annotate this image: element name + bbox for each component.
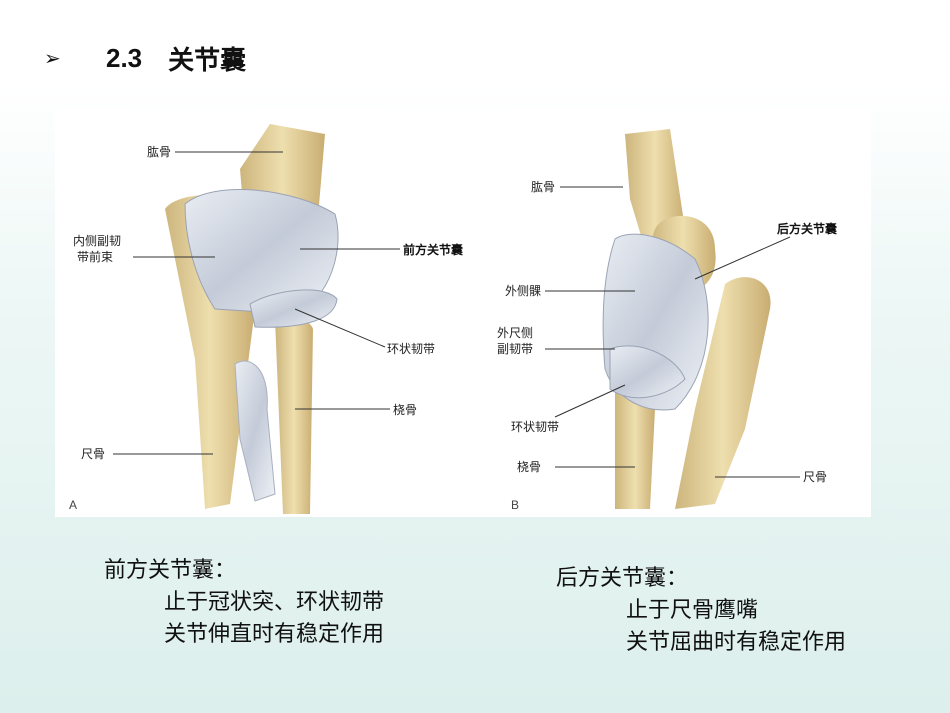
section-title: 关节囊 — [168, 45, 247, 76]
radius-b-shape — [615, 387, 655, 509]
radius-a-shape — [275, 317, 313, 514]
label-annular-ligament-b: 环状韧带 — [511, 420, 559, 434]
anterior-capsule-caption: 前方关节囊： 止于冠状突、环状韧带 关节伸直时有稳定作用 — [104, 555, 384, 651]
caption-left-heading: 前方关节囊： — [104, 558, 237, 583]
caption-right-line-2: 关节屈曲时有稳定作用 — [626, 630, 847, 655]
arrow-bullet-icon: ➢ — [44, 46, 61, 70]
label-lateral-epicondyle: 外侧髁 — [505, 284, 541, 298]
caption-left-line-1: 止于冠状突、环状韧带 — [164, 590, 385, 615]
label-medial-ligament-a-1: 内侧副韧 — [73, 234, 121, 248]
elbow-illustration: 肱骨 内侧副韧 带前束 前方关节囊 环状韧带 桡骨 尺骨 A 肱骨 后方关节囊 … — [69, 124, 838, 514]
elbow-anatomy-figure: 肱骨 内侧副韧 带前束 前方关节囊 环状韧带 桡骨 尺骨 A 肱骨 后方关节囊 … — [55, 109, 871, 517]
annular-ligament-b-shape — [609, 345, 686, 399]
panel-a-drawing — [113, 124, 400, 514]
interosseous-a-shape — [234, 360, 276, 502]
section-number: 2.3 — [106, 42, 143, 73]
panel-a-letter: A — [69, 498, 77, 512]
label-annular-ligament-a: 环状韧带 — [387, 342, 435, 356]
posterior-capsule-caption: 后方关节囊： 止于尺骨鹰嘴 关节屈曲时有稳定作用 — [556, 563, 846, 659]
label-medial-ligament-a-2: 带前束 — [77, 249, 113, 264]
caption-left-line-2: 关节伸直时有稳定作用 — [164, 622, 385, 647]
caption-right-line-1: 止于尺骨鹰嘴 — [626, 598, 759, 623]
label-lateral-ulnar-ligament-2: 副韧带 — [497, 342, 533, 356]
caption-right-heading: 后方关节囊： — [556, 566, 689, 591]
label-ulna-b: 尺骨 — [803, 470, 827, 484]
anterior-capsule-a-shape — [184, 189, 339, 315]
panel-b-drawing — [545, 129, 800, 509]
panel-b-letter: B — [511, 498, 519, 512]
label-posterior-capsule: 后方关节囊 — [777, 221, 838, 236]
label-ulna-a: 尺骨 — [81, 447, 105, 461]
label-humerus-a: 肱骨 — [147, 144, 171, 159]
ulna-b-shape — [675, 277, 771, 509]
label-lateral-ulnar-ligament-1: 外尺侧 — [497, 326, 533, 340]
label-radius-a: 桡骨 — [393, 402, 417, 417]
label-anterior-capsule: 前方关节囊 — [403, 242, 464, 257]
slide-title: ➢ 2.3 关节囊 — [44, 38, 246, 78]
label-radius-b: 桡骨 — [517, 459, 541, 474]
label-humerus-b: 肱骨 — [531, 179, 555, 194]
